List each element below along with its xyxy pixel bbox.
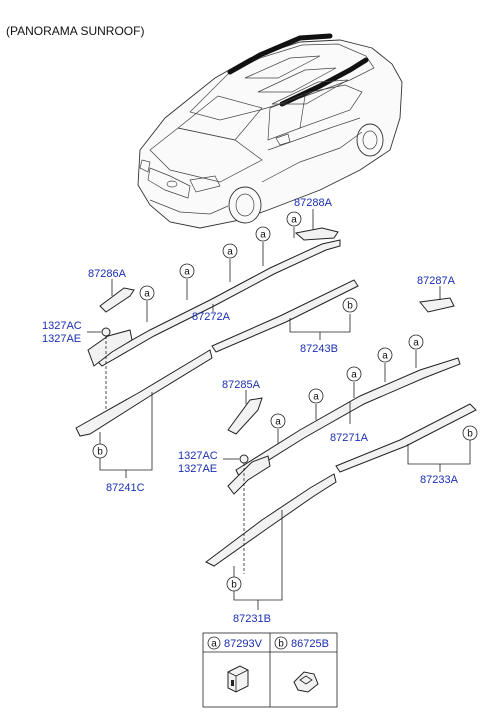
callout-a: a <box>139 285 155 322</box>
legend-part-b: 86725B <box>291 638 329 650</box>
svg-text:b: b <box>347 301 353 312</box>
label-1327AC-lower: 1327AC <box>178 450 218 462</box>
svg-text:a: a <box>351 370 357 381</box>
nut-1327-lower <box>239 454 249 464</box>
part-87233A <box>335 403 477 473</box>
part-87272A <box>95 239 341 367</box>
part-87241C <box>75 349 213 437</box>
label-87231B: 87231B <box>233 613 271 625</box>
part-87271A-end <box>227 455 271 495</box>
label-87241C: 87241C <box>106 482 145 494</box>
label-1327AE-upper: 1327AE <box>42 333 81 345</box>
label-1327AE-lower: 1327AE <box>178 463 217 475</box>
callout-b: b <box>342 297 358 313</box>
svg-text:a: a <box>227 247 233 258</box>
legend-part-a: 87293V <box>224 638 263 650</box>
callout-a: a <box>270 413 286 444</box>
part-87287A <box>419 297 455 313</box>
label-87286A: 87286A <box>88 268 127 280</box>
svg-text:a: a <box>413 338 419 349</box>
diagram-title: (PANORAMA SUNROOF) <box>6 24 144 38</box>
part-87243B <box>211 279 359 353</box>
callout-a: a <box>346 366 362 398</box>
label-87287A: 87287A <box>417 275 456 287</box>
callouts-b: b b b b <box>92 297 478 592</box>
label-87272A: 87272A <box>192 311 231 323</box>
callout-a: a <box>222 243 238 282</box>
vehicle-illustration <box>137 33 403 229</box>
label-87271A: 87271A <box>330 432 369 444</box>
part-87286A <box>99 287 135 313</box>
label-87285A: 87285A <box>222 379 261 391</box>
callout-a: a <box>179 263 195 300</box>
nut-1327-upper <box>101 327 111 337</box>
svg-text:a: a <box>275 417 281 428</box>
svg-text:a: a <box>382 351 388 362</box>
callout-a: a <box>286 211 302 238</box>
part-87231B <box>205 473 337 567</box>
label-87288A: 87288A <box>294 197 333 209</box>
clip-86725B-illustration <box>293 671 319 693</box>
label-87233A: 87233A <box>420 474 459 486</box>
legend-table: a 87293V b 86725B <box>202 632 338 708</box>
svg-text:a: a <box>184 267 190 278</box>
svg-text:b: b <box>231 580 237 591</box>
label-87243B: 87243B <box>300 343 338 355</box>
callout-a: a <box>377 347 393 382</box>
label-1327AC-upper: 1327AC <box>42 320 82 332</box>
svg-text:a: a <box>313 392 319 403</box>
callout-a: a <box>255 226 271 266</box>
legend-key-b: b <box>278 639 284 650</box>
svg-text:b: b <box>467 429 473 440</box>
callout-a: a <box>308 388 324 420</box>
legend-key-a: a <box>211 639 217 650</box>
part-87288A <box>294 227 339 241</box>
svg-text:a: a <box>260 230 266 241</box>
callout-b: b <box>92 443 108 459</box>
clip-87293V-illustration <box>227 665 249 693</box>
callout-b: b <box>462 425 478 441</box>
callouts-a: a a a a a a a a a a <box>139 211 424 444</box>
callout-a: a <box>408 334 424 368</box>
svg-text:a: a <box>291 215 297 226</box>
svg-text:a: a <box>144 289 150 300</box>
callout-b: b <box>226 576 242 592</box>
part-87285A <box>227 397 263 435</box>
svg-text:b: b <box>97 447 103 458</box>
